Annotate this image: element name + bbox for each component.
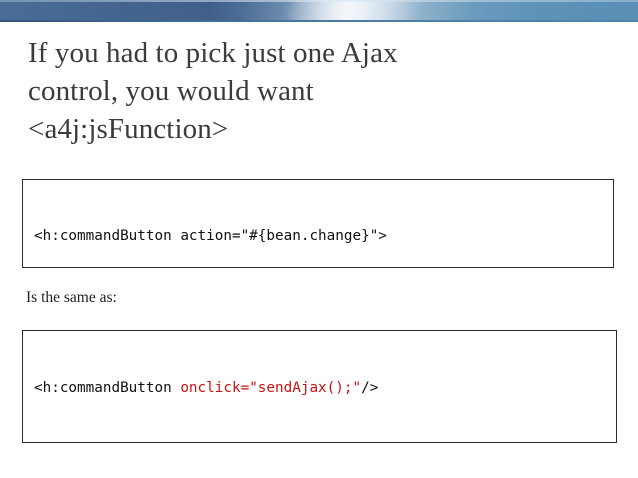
code-block-before: <h:commandButton action="#{bean.change}"… [22, 179, 614, 268]
equivalence-caption: Is the same as: [26, 289, 117, 306]
banner-light-swoosh [0, 0, 638, 22]
code-block-after-blank-line [34, 438, 616, 443]
code-after-onclick-highlight: onclick="sendAjax();" [180, 380, 362, 396]
banner-top-highlight-line [0, 0, 638, 2]
code-block-after: <h:commandButton onclick="sendAjax();"/>… [22, 330, 617, 443]
code-after-line1-suffix: /> [361, 380, 379, 396]
code-after-line1-prefix: <h:commandButton [34, 380, 181, 396]
code-block-before-line-1: <h:commandButton action="#{bean.change}"… [34, 228, 387, 244]
slide-title-line-2: control, you would want [28, 75, 314, 107]
slide-title: If you had to pick just one Ajax control… [28, 34, 598, 148]
decorative-top-banner [0, 0, 638, 22]
code-block-after-line-1: <h:commandButton onclick="sendAjax();"/> [34, 379, 616, 399]
slide-title-line-1: If you had to pick just one Ajax [28, 37, 398, 69]
banner-bottom-edge-line [0, 20, 638, 22]
slide-title-line-3: <a4j:jsFunction> [28, 113, 229, 145]
